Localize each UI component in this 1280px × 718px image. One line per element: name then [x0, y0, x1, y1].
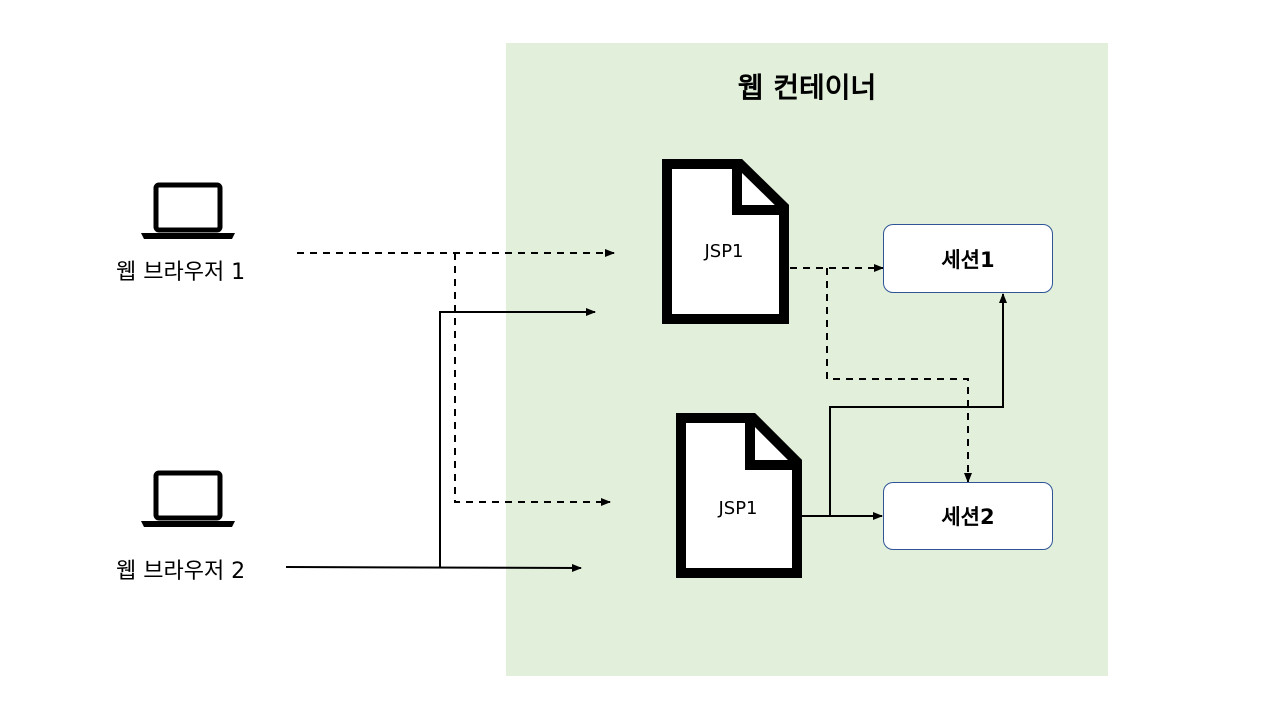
web-container-title: 웹 컨테이너 [737, 71, 877, 104]
jsp-label-2: JSP1 [718, 498, 758, 519]
session-label-2: 세션2 [941, 505, 995, 529]
browser-label-1: 웹 브라우저 1 [116, 260, 246, 285]
session-box-1: 세션1 [883, 224, 1053, 293]
laptop-icon [141, 182, 235, 239]
session-box-2: 세션2 [883, 482, 1053, 550]
laptop-icon [141, 470, 235, 527]
dashed-connector [297, 249, 615, 506]
solid-connector [285, 308, 596, 572]
browser-label-2: 웹 브라우저 2 [116, 559, 246, 584]
jsp-label-1: JSP1 [704, 241, 744, 262]
web-container [506, 43, 1108, 676]
solid-connector [802, 293, 1007, 520]
session-label-1: 세션1 [941, 247, 995, 272]
document-icon [662, 159, 789, 324]
dashed-connector [790, 264, 972, 483]
document-icon [676, 413, 802, 578]
